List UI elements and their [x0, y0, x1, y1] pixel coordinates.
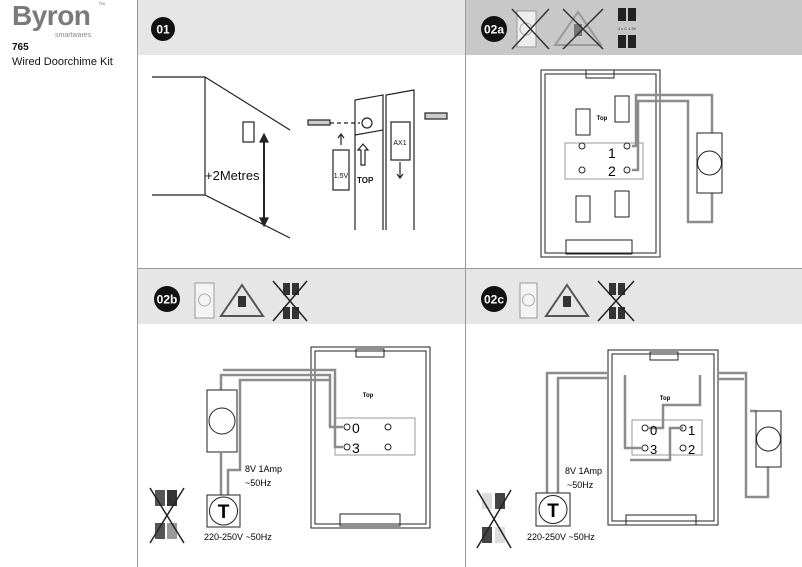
- panel-02b-header: [138, 269, 465, 324]
- terminal-3: 3: [650, 442, 657, 457]
- transformer-frequency: ~50Hz: [245, 478, 272, 488]
- terminal-0: 0: [650, 423, 657, 438]
- battery-crossed-icon: [272, 280, 308, 322]
- svg-text:T: T: [218, 502, 230, 523]
- sidebar: Byron ™ smartwares 765 Wired Doorchime K…: [0, 0, 138, 567]
- terminal-2: 2: [608, 163, 616, 179]
- mains-voltage: 220-250V ~50Hz: [204, 532, 272, 542]
- chime-02a: [696, 132, 723, 194]
- product-title: Wired Doorchime Kit: [12, 56, 113, 68]
- battery-label: AX1: [393, 140, 406, 147]
- battery-label: 1.5V: [334, 173, 349, 180]
- brand-logo: Byron: [12, 0, 91, 31]
- step-badge-02c: 02c: [481, 286, 507, 312]
- warning-triangle-icon: [219, 283, 265, 317]
- panel-02c-header: [466, 269, 802, 324]
- wall-mount-diagram: [152, 76, 448, 239]
- top-label: Top: [363, 393, 374, 399]
- wire-02a: [632, 93, 714, 224]
- chime-unit-02c: [607, 349, 719, 526]
- warning-triangle-crossed-icon: [553, 8, 604, 50]
- chime-unit-02b: [310, 346, 431, 529]
- chime-02c: [755, 410, 782, 468]
- transformer-output: 8V 1Amp: [245, 464, 282, 474]
- top-label: TOP: [357, 176, 374, 185]
- light-icon: [194, 282, 215, 319]
- chime-02b: [206, 389, 238, 453]
- top-label: Top: [660, 396, 671, 402]
- battery-crossed-icon: [149, 487, 185, 544]
- model-number: 765: [12, 42, 29, 53]
- step-badge-01: 01: [151, 17, 175, 41]
- transformer-frequency: ~50Hz: [567, 480, 594, 490]
- trademark: ™: [98, 2, 105, 9]
- terminal-1: 1: [688, 423, 695, 438]
- top-label: Top: [597, 116, 608, 122]
- svg-text:T: T: [547, 501, 559, 522]
- transformer-output: 8V 1Amp: [565, 466, 602, 476]
- step-badge-02b: 02b: [154, 286, 180, 312]
- svg-text:02c: 02c: [484, 293, 504, 307]
- brand-tagline: smartwares: [55, 32, 92, 39]
- mains-voltage: 220-250V ~50Hz: [527, 532, 595, 542]
- transformer-02c: T: [535, 492, 571, 527]
- battery-crossed-icon: [597, 280, 635, 322]
- step-badge-02a: 02a: [481, 16, 507, 42]
- battery-icon: 4 x C 1.5V: [618, 8, 637, 48]
- height-label: +2Metres: [205, 168, 260, 183]
- terminal-3: 3: [352, 440, 360, 456]
- light-crossed-icon: [511, 8, 550, 50]
- svg-text:02b: 02b: [157, 293, 178, 307]
- light-icon: [519, 282, 538, 319]
- svg-text:4 x C 1.5V: 4 x C 1.5V: [618, 26, 637, 31]
- warning-triangle-icon: [544, 283, 590, 317]
- transformer-02b: T: [206, 494, 241, 528]
- terminal-1: 1: [608, 145, 616, 161]
- panel-01-header: [138, 0, 465, 55]
- wire-02b: [219, 368, 343, 495]
- wire-02c: [545, 371, 770, 499]
- terminal-2: 2: [688, 442, 695, 457]
- chime-unit-02a: [540, 69, 661, 258]
- svg-text:02a: 02a: [484, 23, 504, 37]
- svg-text:01: 01: [156, 23, 170, 37]
- terminal-0: 0: [352, 420, 360, 436]
- battery-crossed-icon: [476, 489, 512, 549]
